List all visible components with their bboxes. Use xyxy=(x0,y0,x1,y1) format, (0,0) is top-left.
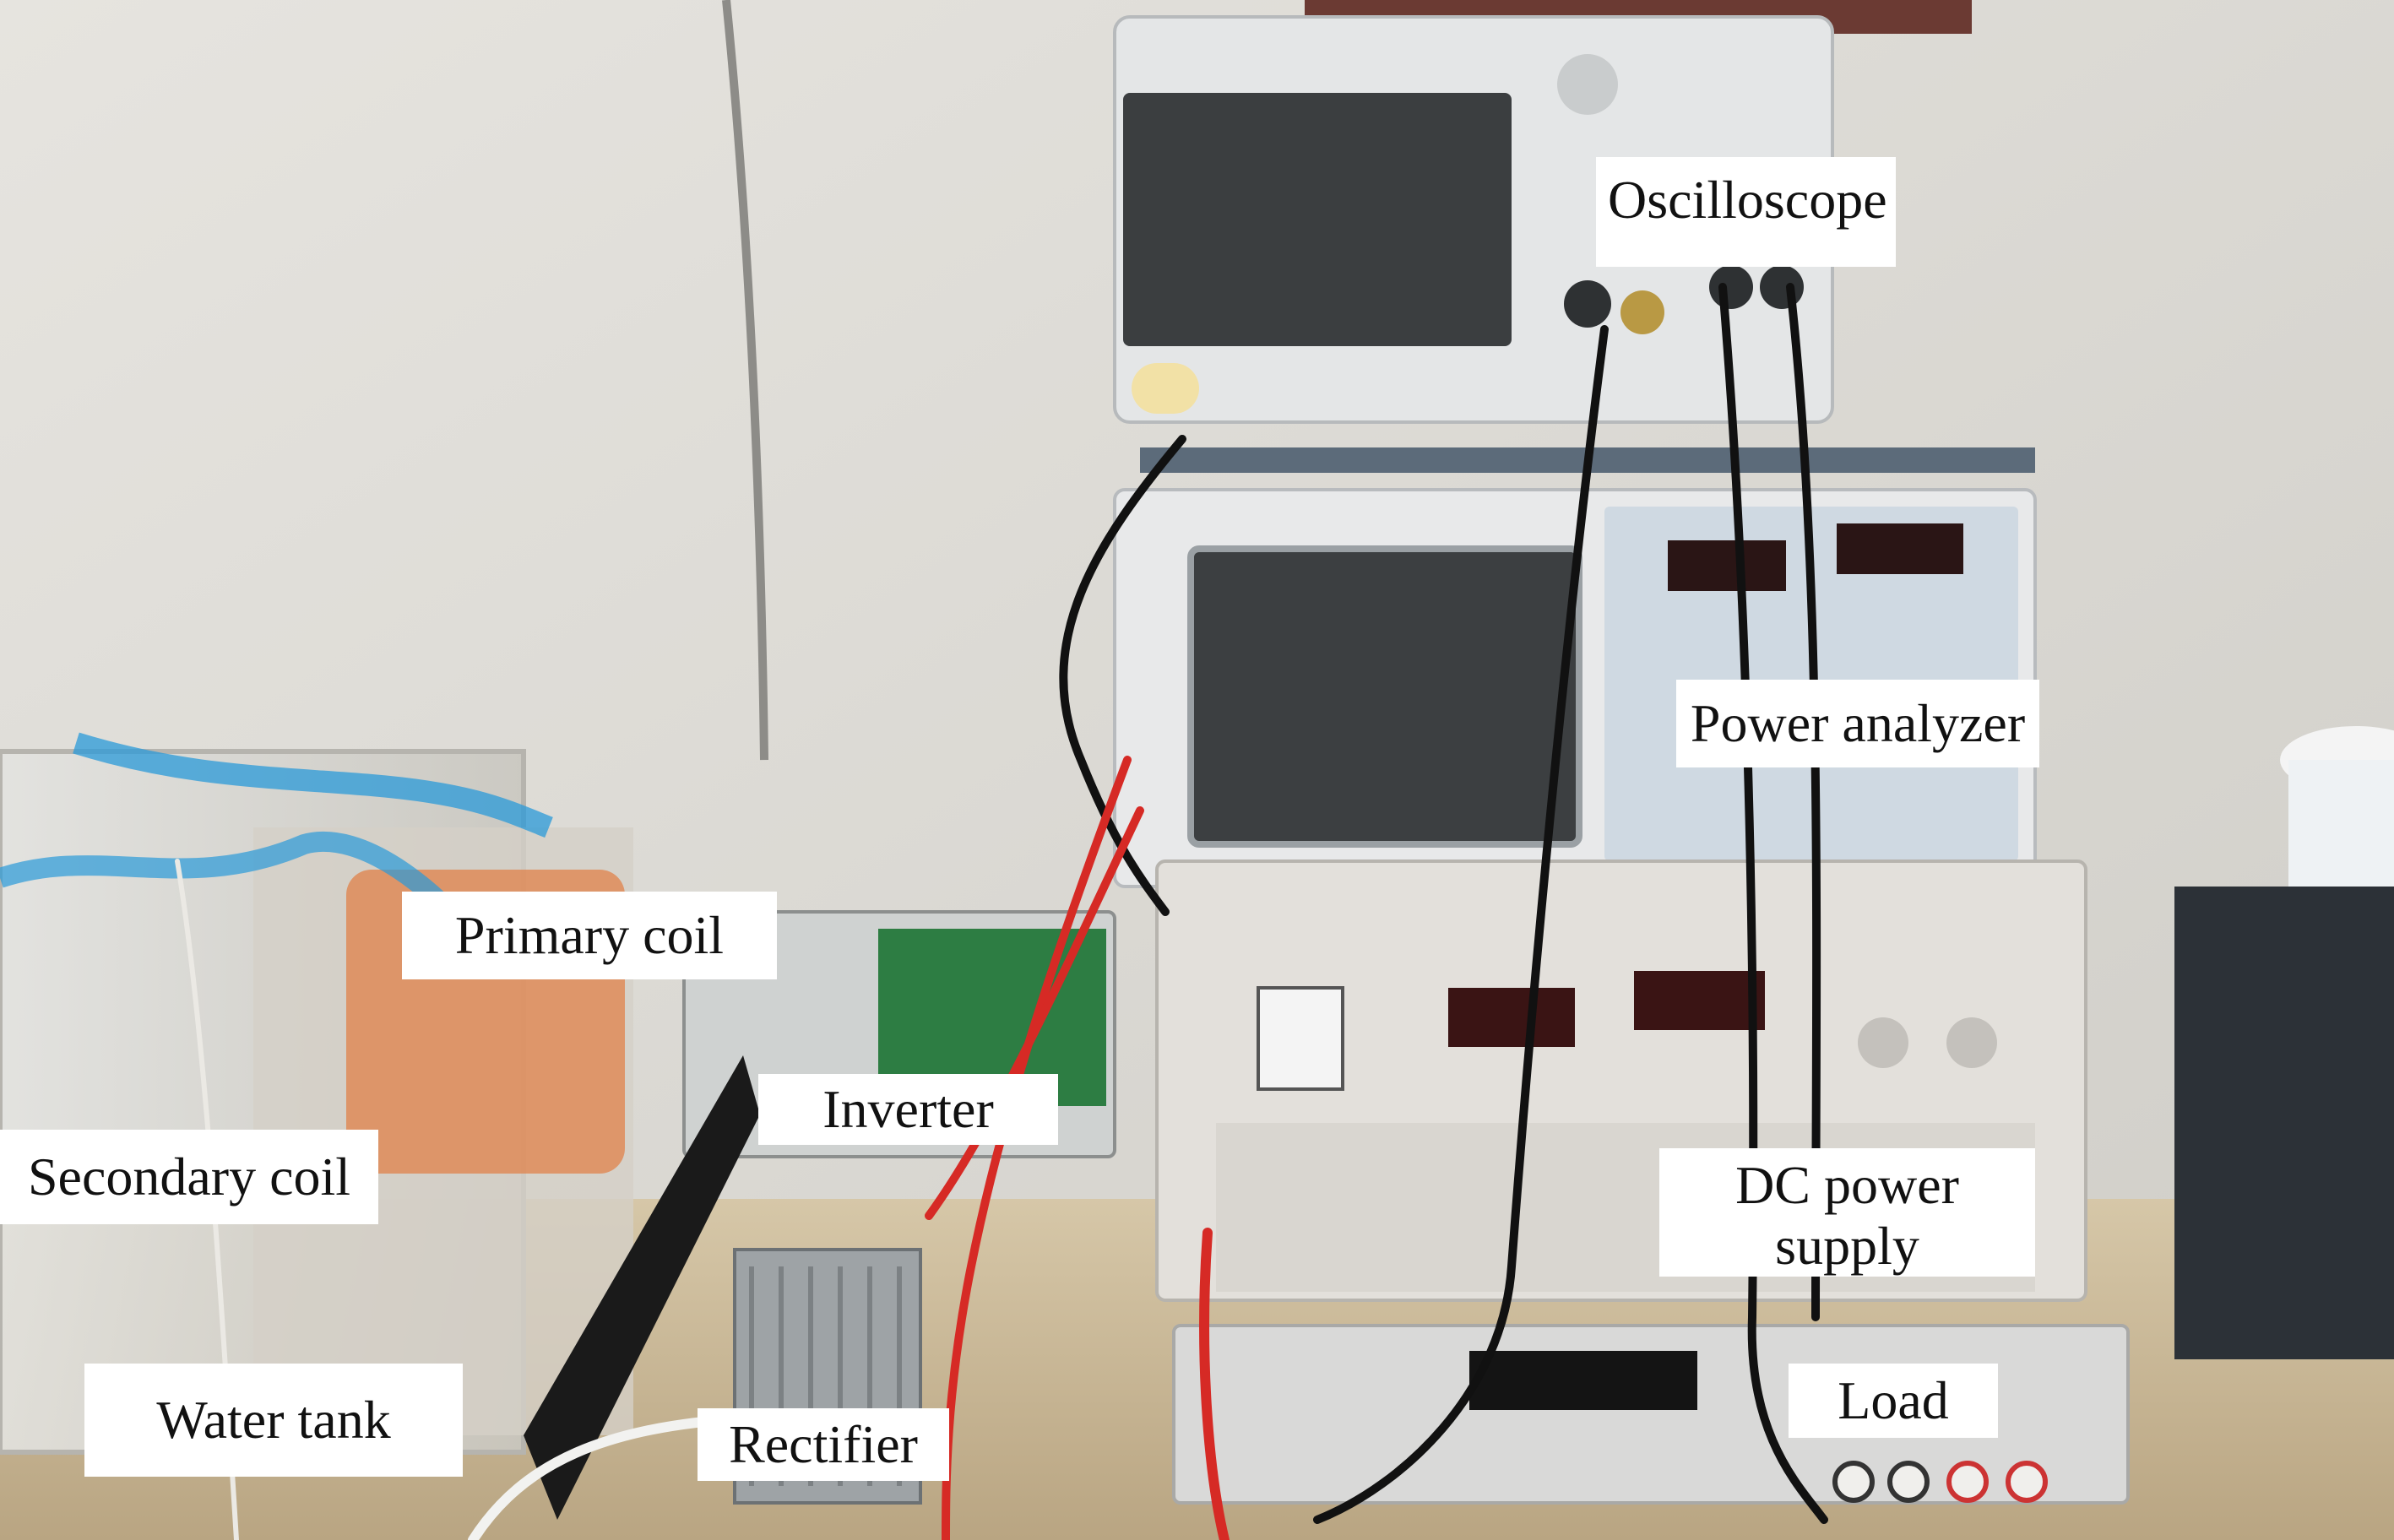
power-analyzer-instrument xyxy=(1113,447,2037,888)
black-plate xyxy=(524,1055,760,1520)
power-analyzer-label: Power analyzer xyxy=(1676,680,2039,767)
rectifier-label: Rectifier xyxy=(698,1408,949,1481)
water-tank-label: Water tank xyxy=(84,1364,463,1477)
dc-power-supply-label: DC power supply xyxy=(1659,1148,2035,1277)
right-side-equipment xyxy=(2174,726,2394,1359)
wall-cable xyxy=(722,0,768,761)
load-label: Load xyxy=(1789,1364,1998,1438)
secondary-coil-label: Secondary coil xyxy=(0,1130,378,1224)
water-tank-assembly xyxy=(0,732,633,1455)
oscilloscope-label: Oscilloscope xyxy=(1596,157,1896,267)
inverter-label: Inverter xyxy=(758,1074,1058,1145)
dc-power-supply-label-line1: DC power xyxy=(1735,1155,1959,1215)
primary-coil-label: Primary coil xyxy=(402,892,777,979)
dc-power-supply-label-line2: supply xyxy=(1775,1216,1919,1276)
oscilloscope-instrument xyxy=(1113,15,1834,424)
